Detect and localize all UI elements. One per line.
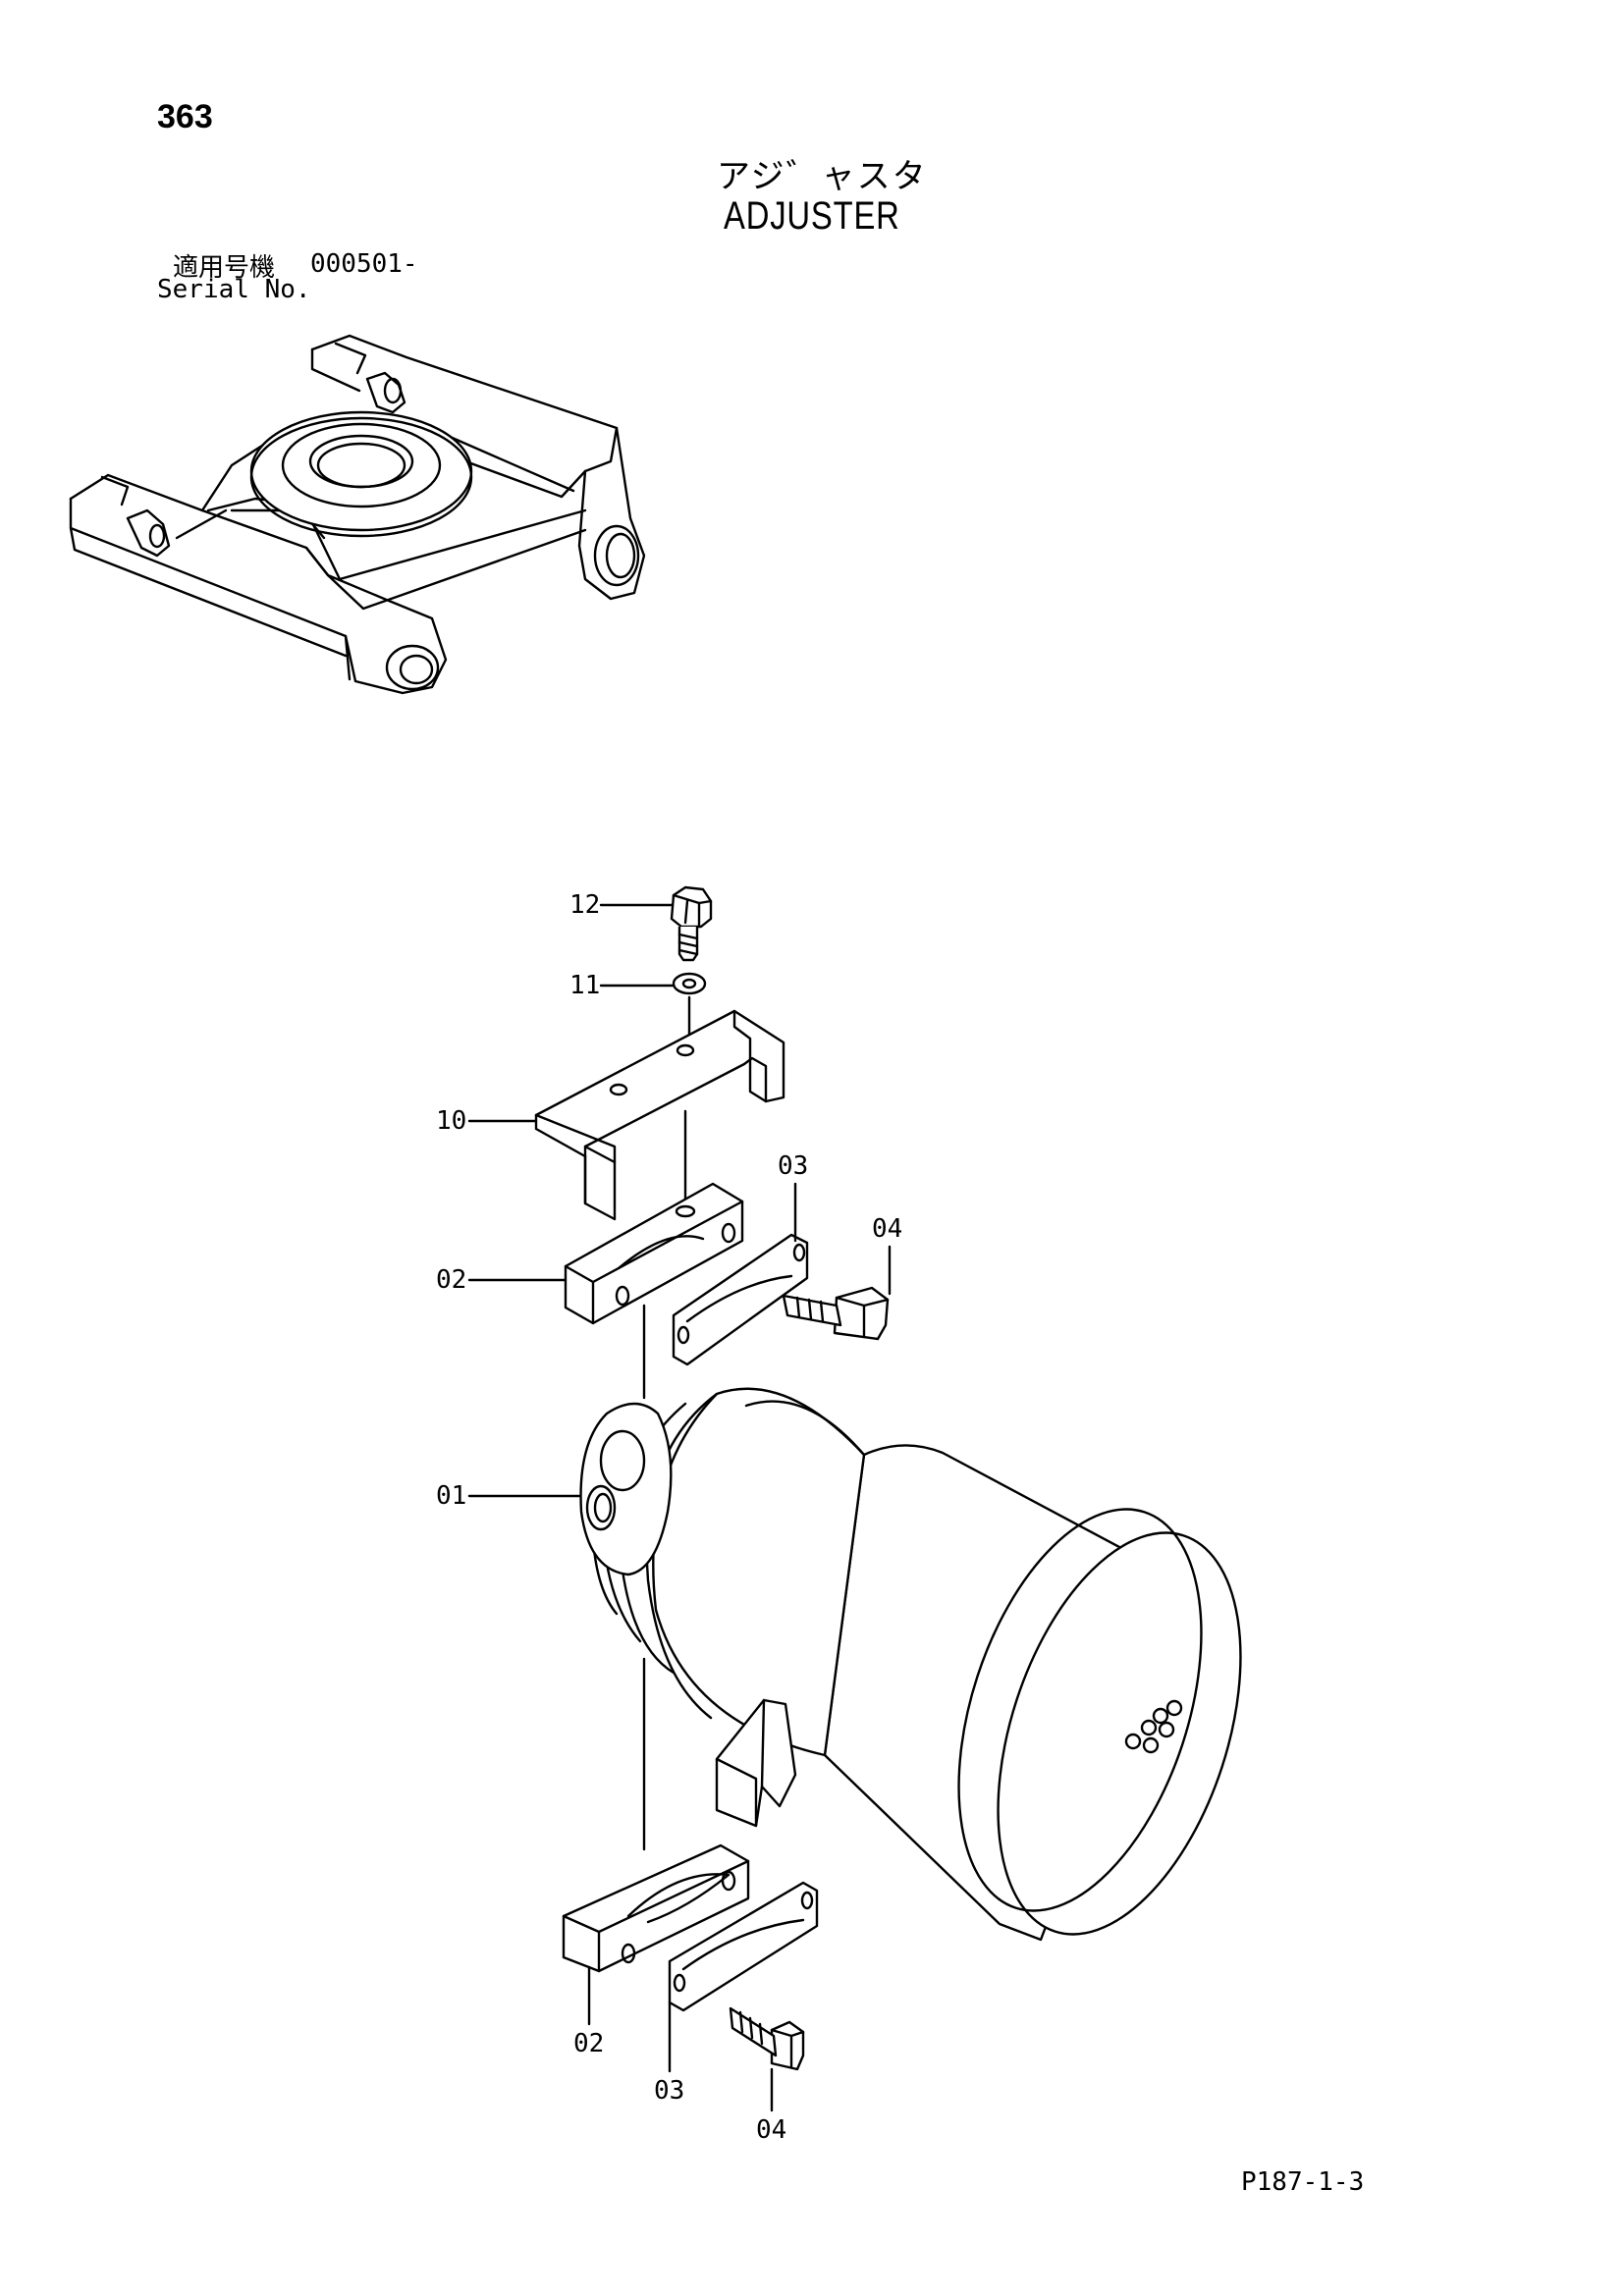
callout-10: 10 bbox=[436, 1106, 466, 1136]
part-12-bolt bbox=[670, 885, 713, 962]
part-03-plate-upper bbox=[672, 1233, 809, 1366]
callout-02-lower: 02 bbox=[573, 2029, 604, 2058]
part-01-cylinder bbox=[579, 1387, 1242, 1942]
part-11-washer bbox=[672, 972, 707, 1042]
part-04-bolt-lower bbox=[729, 2006, 805, 2071]
serial-range: 000501- bbox=[310, 249, 418, 279]
callout-02-upper: 02 bbox=[436, 1265, 466, 1295]
callout-03-upper: 03 bbox=[778, 1151, 808, 1181]
part-04-bolt-upper bbox=[782, 1286, 890, 1341]
serial-label-japanese: 適用号機 bbox=[173, 253, 276, 283]
callout-01: 01 bbox=[436, 1481, 466, 1511]
callout-leaders bbox=[467, 903, 892, 2112]
part-02-clamp-lower bbox=[562, 1843, 750, 1973]
page-title-japanese: アジ゛ャスタ bbox=[717, 157, 928, 196]
serial-label: Serial No. bbox=[157, 275, 311, 304]
callout-12: 12 bbox=[569, 890, 600, 920]
document-code: P187-1-3 bbox=[1241, 2167, 1365, 2197]
callout-11: 11 bbox=[569, 971, 600, 1000]
callout-04-upper: 04 bbox=[872, 1214, 902, 1244]
track-frame-overview bbox=[69, 334, 646, 695]
part-10-bracket bbox=[534, 1009, 785, 1221]
page-number: 363 bbox=[157, 98, 213, 135]
page-title: ADJUSTER bbox=[724, 194, 900, 238]
callout-03-lower: 03 bbox=[654, 2076, 684, 2106]
callout-04-lower: 04 bbox=[756, 2115, 786, 2145]
part-02-clamp-upper bbox=[564, 1182, 744, 1400]
